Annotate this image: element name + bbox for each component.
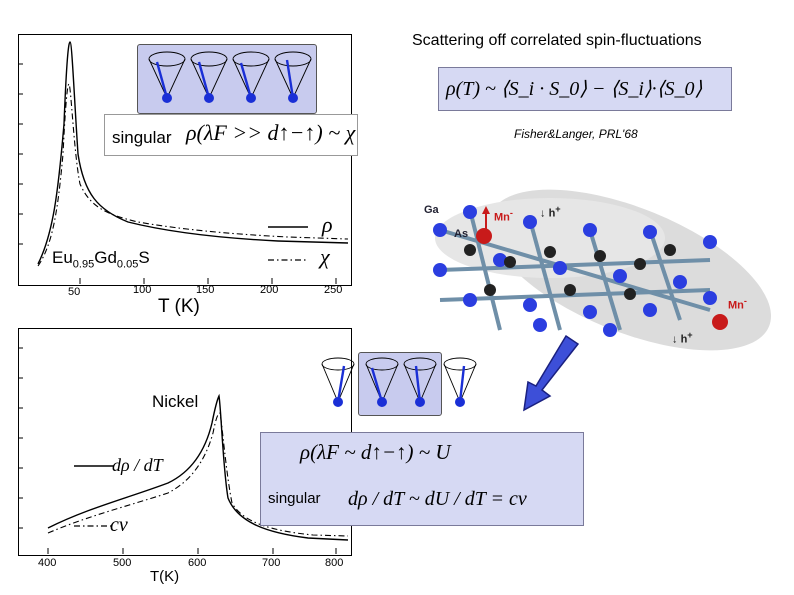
bottom-spin-left bbox=[321, 357, 355, 407]
bottom-formula-line1: ρ(λF ~ d↑−↑) ~ U bbox=[300, 440, 451, 464]
bottom-singular-label: singular bbox=[268, 490, 321, 507]
bottom-legend-cv: cv bbox=[110, 514, 128, 536]
crystal-label-h-top: ↓ h+ bbox=[540, 204, 561, 220]
crystal-label-h-bottom: ↓ h+ bbox=[672, 330, 693, 346]
citation: Fisher&Langer, PRL'68 bbox=[514, 127, 638, 141]
top-material-label: Eu0.95Gd0.05S bbox=[52, 248, 150, 271]
top-legend-chi: χ bbox=[320, 244, 330, 269]
bottom-plot-curves bbox=[18, 347, 349, 554]
bottom-spin-boxed bbox=[365, 357, 437, 407]
bottom-xtick-700: 700 bbox=[262, 557, 281, 569]
top-xtick-150: 150 bbox=[196, 284, 215, 296]
crystal-label-as: As bbox=[454, 228, 469, 240]
bottom-formula-line2: dρ / dT ~ dU / dT = cv bbox=[348, 488, 527, 510]
top-xtick-100: 100 bbox=[133, 284, 152, 296]
top-singular-label: singular bbox=[112, 128, 172, 147]
bottom-spin-right bbox=[443, 357, 477, 407]
top-plot-curves bbox=[18, 41, 349, 284]
bottom-material-label: Nickel bbox=[152, 392, 199, 411]
bottom-x-axis-label: T(K) bbox=[150, 568, 180, 585]
top-xtick-200: 200 bbox=[260, 284, 279, 296]
bottom-formula-box bbox=[260, 432, 584, 526]
bottom-xtick-800: 800 bbox=[325, 557, 344, 569]
crystal-lattice bbox=[433, 189, 772, 351]
top-singular-formula: ρ(λF >> d↑−↑) ~ χ bbox=[186, 120, 356, 145]
bottom-xtick-500: 500 bbox=[113, 557, 132, 569]
top-formula-box bbox=[438, 67, 732, 111]
blue-arrow bbox=[523, 334, 580, 412]
top-formula: ρ(T) ~ ⟨S_i · S_0⟩ − ⟨S_i⟩·⟨S_0⟩ bbox=[446, 78, 703, 100]
crystal-label-ga: Ga bbox=[424, 204, 439, 216]
crystal-label-mn-top: Mn- bbox=[494, 208, 513, 224]
slide-title: Scattering off correlated spin-fluctuati… bbox=[412, 32, 702, 49]
bottom-xtick-600: 600 bbox=[188, 557, 207, 569]
crystal-label-mn-bottom: Mn- bbox=[728, 296, 747, 312]
top-singular-box bbox=[104, 114, 358, 156]
top-xtick-50: 50 bbox=[68, 286, 81, 298]
top-spin-row bbox=[148, 51, 312, 103]
bottom-xtick-400: 400 bbox=[38, 557, 57, 569]
top-legend-rho: ρ bbox=[322, 212, 333, 237]
top-xtick-250: 250 bbox=[324, 284, 343, 296]
top-x-axis-label: T (K) bbox=[158, 296, 200, 317]
bottom-legend-drho-dt: dρ / dT bbox=[112, 455, 163, 475]
